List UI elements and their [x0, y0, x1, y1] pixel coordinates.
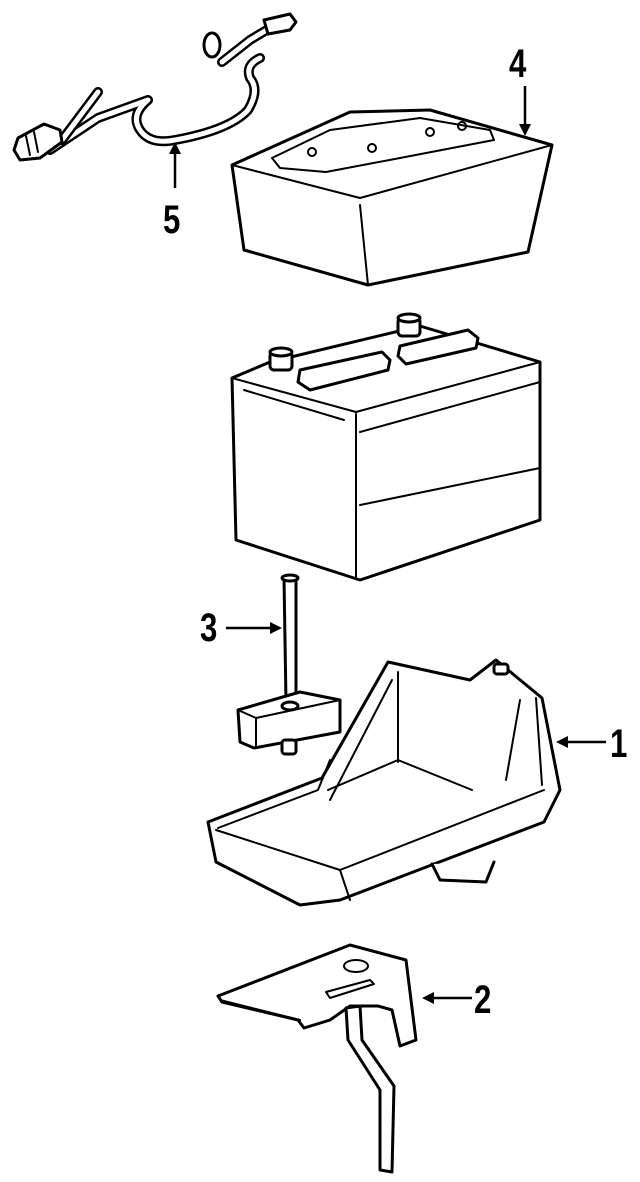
- battery-tray-part[interactable]: [206, 658, 562, 907]
- callout-leaders: [169, 86, 606, 1004]
- battery-cable-part[interactable]: [12, 12, 298, 162]
- callout-2: 2: [474, 978, 492, 1022]
- callout-5: 5: [163, 198, 181, 242]
- callout-3: 3: [200, 606, 218, 650]
- callout-4: 4: [509, 42, 527, 86]
- battery-part: [230, 312, 542, 582]
- hold-down-part[interactable]: [236, 573, 342, 756]
- tray-bracket-part[interactable]: [216, 943, 418, 1174]
- battery-cover-part[interactable]: [230, 108, 554, 287]
- callout-1: 1: [610, 722, 628, 766]
